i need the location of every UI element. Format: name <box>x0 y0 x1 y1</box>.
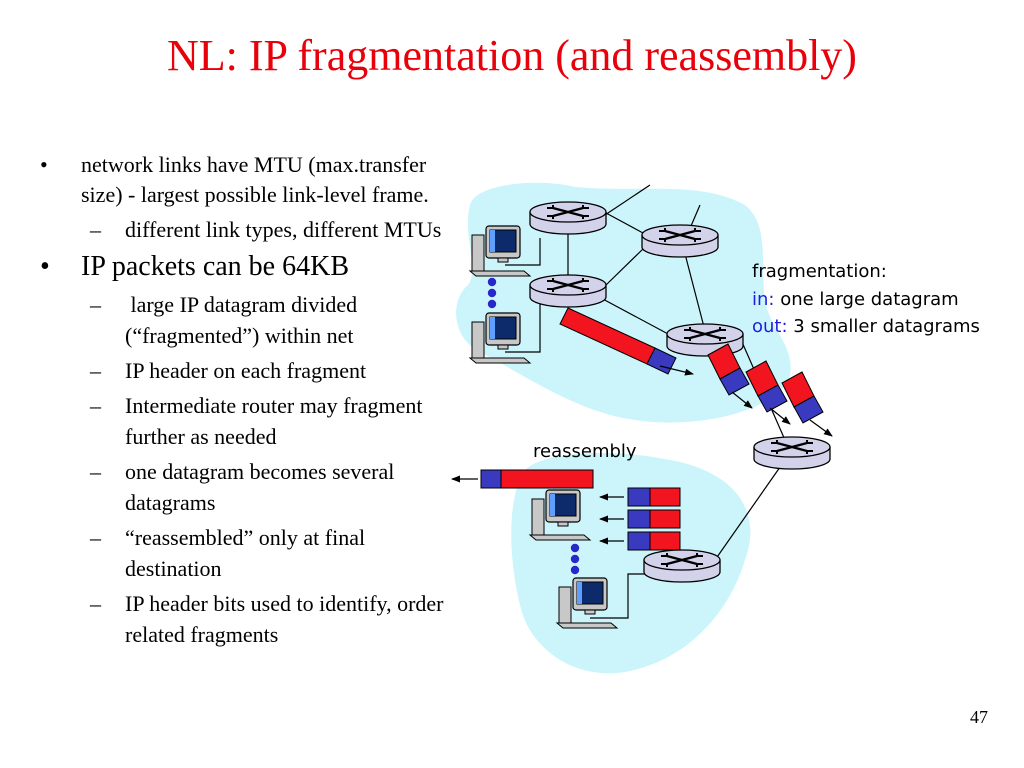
page-number: 47 <box>970 707 988 727</box>
datagram-arrow <box>659 365 694 376</box>
sub-bullet-divided: – large IP datagram divided (“fragmented… <box>38 289 458 351</box>
bullet-text: IP packets can be 64KB <box>81 251 349 282</box>
fragmentation-label: fragmentation: <box>752 261 887 282</box>
router-icon <box>528 200 608 236</box>
slide-title: NL: IP fragmentation (and reassembly) <box>167 31 857 80</box>
sub-bullet-header-bits: – IP header bits used to identify, order… <box>38 588 458 650</box>
fragment-1 <box>707 343 750 396</box>
fragment-2 <box>745 360 788 413</box>
fragment-arrows <box>731 391 833 437</box>
bullet-text: network links have MTU (max.transfer siz… <box>81 152 429 207</box>
dash-marker: – <box>90 459 101 484</box>
sub-bullet-link-types: – different link types, different MTUs <box>38 214 458 245</box>
out-key: out: <box>752 316 788 337</box>
bullet-text: IP header bits used to identify, order r… <box>125 591 444 647</box>
bullet-text: IP header on each fragment <box>125 358 367 383</box>
fragment-3 <box>781 371 824 424</box>
in-key: in: <box>752 289 774 310</box>
out-value: 3 smaller datagrams <box>788 316 980 337</box>
dash-marker: – <box>90 525 101 550</box>
sub-bullet-intermediate-router: – Intermediate router may fragment furth… <box>38 390 458 452</box>
reassembled-datagram <box>480 469 594 489</box>
more-hosts-dots <box>487 277 580 575</box>
fragmentation-out-label: out: 3 smaller datagrams <box>752 316 980 337</box>
bullet-text: “reassembled” only at final destination <box>125 525 366 581</box>
bullet-mtu: • network links have MTU (max.transfer s… <box>38 150 458 210</box>
router-icon <box>642 548 722 584</box>
sub-bullet-header: – IP header on each fragment <box>38 355 458 386</box>
dash-marker: – <box>90 393 101 418</box>
bullet-text: Intermediate router may fragment further… <box>125 393 423 449</box>
bullet-list: • network links have MTU (max.transfer s… <box>38 150 458 654</box>
fragmentation-in-label: in: one large datagram <box>752 289 959 310</box>
router-icon <box>752 435 832 471</box>
dash-marker: – <box>90 292 101 317</box>
reassembly-arrows <box>599 493 624 545</box>
dash-marker: – <box>90 358 101 383</box>
router-icon <box>528 273 608 309</box>
bullet-text: large IP datagram divided (“fragmented”)… <box>125 292 363 348</box>
in-value: one large datagram <box>774 289 958 310</box>
bullet-text: one datagram becomes several datagrams <box>125 459 395 515</box>
received-fragments <box>627 487 681 551</box>
reassembly-label: reassembly <box>533 441 637 462</box>
bullet-marker: • <box>40 152 48 177</box>
bullet-packet-size: • IP packets can be 64KB <box>38 249 458 285</box>
dash-marker: – <box>90 217 101 242</box>
sub-bullet-reassembled: – “reassembled” only at final destinatio… <box>38 522 458 584</box>
bullet-marker: • <box>40 251 50 282</box>
sub-bullet-several: – one datagram becomes several datagrams <box>38 456 458 518</box>
large-datagram <box>559 307 677 375</box>
dash-marker: – <box>90 591 101 616</box>
router-icon <box>640 223 720 259</box>
bullet-text: different link types, different MTUs <box>125 217 442 242</box>
